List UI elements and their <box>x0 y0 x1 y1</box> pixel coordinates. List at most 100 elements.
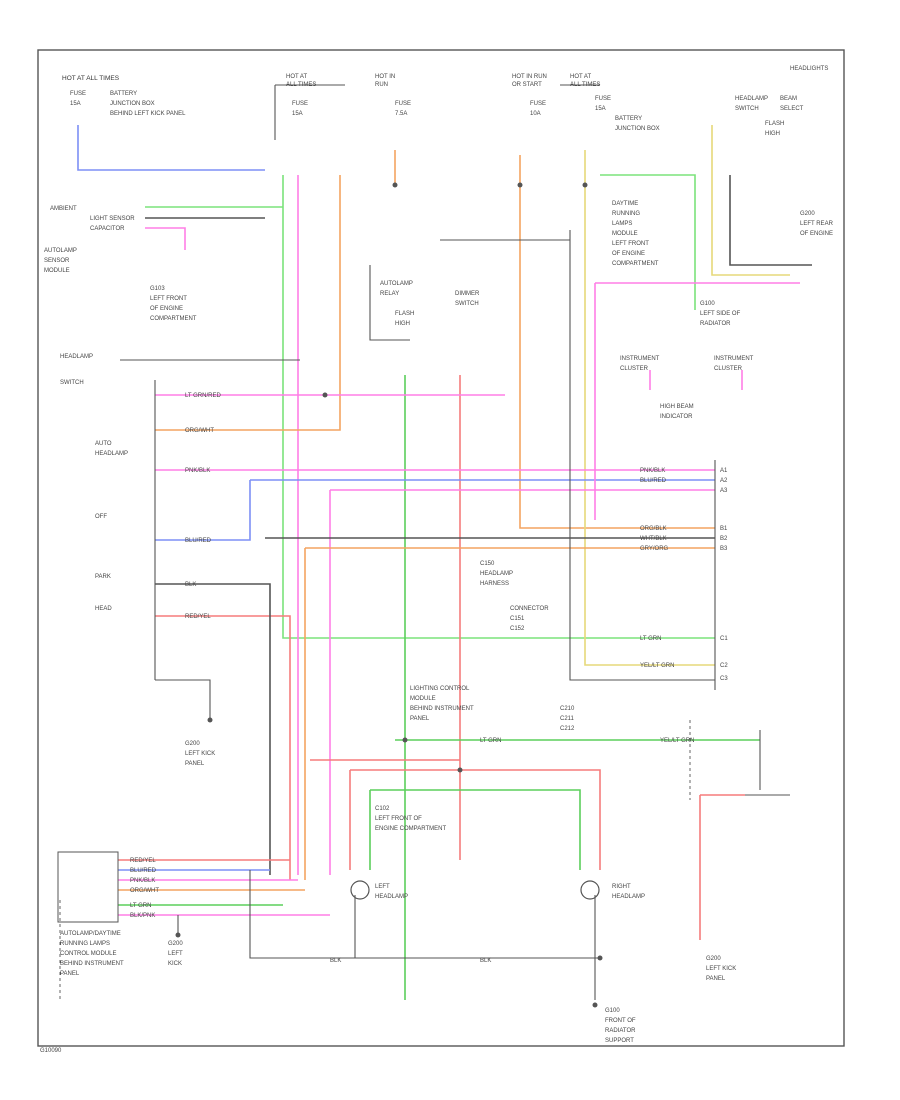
wire-label: LT GRN <box>640 636 661 642</box>
wire-label: GRY/ORG <box>640 546 669 552</box>
label-line: AMBIENT <box>50 206 77 212</box>
label-line: CLUSTER <box>714 366 743 372</box>
footer-code: G10090 <box>40 1048 62 1054</box>
wire-orange-right <box>519 155 715 529</box>
label-line: FRONT OF <box>605 1018 636 1024</box>
wire-label: BLU/RED <box>640 478 667 484</box>
fuse-panel-top-mid-b: HOT IN RUN FUSE 7.5A <box>375 74 411 117</box>
label-line: 10A <box>530 111 541 117</box>
line-bottom-ground <box>249 870 600 959</box>
label-line: OF ENGINE <box>612 251 645 257</box>
wire-label: PNK/BLK <box>640 468 665 474</box>
wire-label: YEL/LT GRN <box>640 663 674 669</box>
label-line: FLASH <box>395 311 414 317</box>
wire-label: WHT/BLK <box>640 536 667 542</box>
label-line: HARNESS <box>480 581 509 587</box>
wire-label: ORG/WHT <box>185 428 214 434</box>
wire-yellow-top-right <box>711 125 790 276</box>
label-line: LIGHT SENSOR <box>90 216 135 222</box>
label-line: LEFT <box>375 884 390 890</box>
label-line: HOT AT <box>570 74 591 80</box>
ground-lines <box>120 84 790 1000</box>
label-line: LEFT KICK <box>185 751 215 757</box>
label-line: HEAD <box>95 606 112 612</box>
ecm-box <box>57 851 119 923</box>
pin-label: A1 <box>720 468 728 474</box>
label-line: HEADLAMP <box>95 451 128 457</box>
label-line: LEFT SIDE OF <box>700 311 741 317</box>
label-line: C212 <box>560 726 575 732</box>
label-line: G103 <box>150 286 165 292</box>
headlamp-switch-left: HEADLAMP SWITCH AUTO HEADLAMP OFF PARK H… <box>60 354 215 767</box>
harness-connector: C150 HEADLAMP HARNESS CONNECTOR C151 C15… <box>480 561 549 632</box>
label-line: PANEL <box>410 716 430 722</box>
label-line: 15A <box>292 111 303 117</box>
label-line: G200 <box>185 741 200 747</box>
splice-dot <box>402 737 408 743</box>
label-line: ALL TIMES <box>570 82 600 88</box>
label-line: HOT IN <box>375 74 395 80</box>
wire-label: BLK <box>185 582 196 588</box>
wire-red-switch <box>155 615 291 880</box>
label-line: HEADLAMP <box>480 571 513 577</box>
wire-label: ORG/BLK <box>640 526 667 532</box>
wire-sensor-pink <box>145 227 186 250</box>
right-headlamp-bulb-icon <box>580 880 600 900</box>
lighting-control-module: LIGHTING CONTROL MODULE BEHIND INSTRUMEN… <box>410 686 575 732</box>
label-line: C211 <box>560 716 575 722</box>
label-line: RIGHT <box>612 884 631 890</box>
label-line: ALL TIMES <box>286 82 316 88</box>
wire-label: BLU/RED <box>130 868 157 874</box>
label-line: FLASH <box>765 121 784 127</box>
label-line: INSTRUMENT <box>714 356 754 362</box>
label-line: RUNNING <box>612 211 640 217</box>
label-line: ENGINE COMPARTMENT <box>375 826 446 832</box>
instrument-cluster-left: INSTRUMENT CLUSTER INSTRUMENT CLUSTER HI… <box>620 356 754 420</box>
pin-label: C1 <box>720 636 728 642</box>
left-headlamp: LEFT HEADLAMP C102 LEFT FRONT OF ENGINE … <box>350 806 446 900</box>
label-line: CAPACITOR <box>90 226 125 232</box>
splice-dot <box>457 767 463 773</box>
pin-label: A3 <box>720 488 728 494</box>
pin-label: C3 <box>720 676 728 682</box>
wire-label: LT GRN/RED <box>185 393 221 399</box>
label-line: RUN <box>375 82 388 88</box>
splice-dots <box>175 182 603 1008</box>
label-line: CONTROL MODULE <box>60 951 116 957</box>
fuse-panel-top-right-a: HOT IN RUN OR START FUSE 10A <box>512 74 547 117</box>
headlamp-switch-top-right: HEADLAMP SWITCH BEAM SELECT FLASH HIGH G… <box>735 96 834 237</box>
wire-label: BLK <box>480 958 491 964</box>
label-line: C151 <box>510 616 525 622</box>
label-line: LEFT FRONT <box>612 241 649 247</box>
line-relay-box <box>369 265 410 341</box>
label-line: AUTOLAMP <box>380 281 413 287</box>
label-line: PANEL <box>706 976 726 982</box>
diagram-frame <box>37 49 845 1047</box>
label-line: BEHIND INSTRUMENT <box>410 706 474 712</box>
label-line: G200 <box>168 941 183 947</box>
label-line: LAMPS <box>612 221 632 227</box>
wire-lt-green-vertical <box>282 175 715 639</box>
corner-label: HEADLIGHTS <box>790 66 828 72</box>
label-line: DAYTIME <box>612 201 638 207</box>
splice-dot <box>175 932 181 938</box>
label-line: LEFT REAR <box>800 221 834 227</box>
label-line: HEADLAMP <box>375 894 408 900</box>
label-line: SENSOR <box>44 258 70 264</box>
label-line: FUSE <box>70 91 86 97</box>
pin-label: B1 <box>720 526 728 532</box>
label-line: BATTERY <box>615 116 642 122</box>
right-headlamp: RIGHT HEADLAMP <box>580 880 645 900</box>
label-line: FUSE <box>395 101 411 107</box>
label-line: BEHIND INSTRUMENT <box>60 961 124 967</box>
wire-lt-green-top <box>600 174 696 310</box>
label-line: C150 <box>480 561 495 567</box>
splice-dot <box>597 955 603 961</box>
label-line: LIGHTING CONTROL <box>410 686 470 692</box>
label-line: OF ENGINE <box>800 231 833 237</box>
label-line: BEAM <box>780 96 797 102</box>
label-line: JUNCTION BOX <box>110 101 155 107</box>
label-line: COMPARTMENT <box>150 316 197 322</box>
line-g-left <box>155 679 211 720</box>
label-line: INDICATOR <box>660 414 693 420</box>
